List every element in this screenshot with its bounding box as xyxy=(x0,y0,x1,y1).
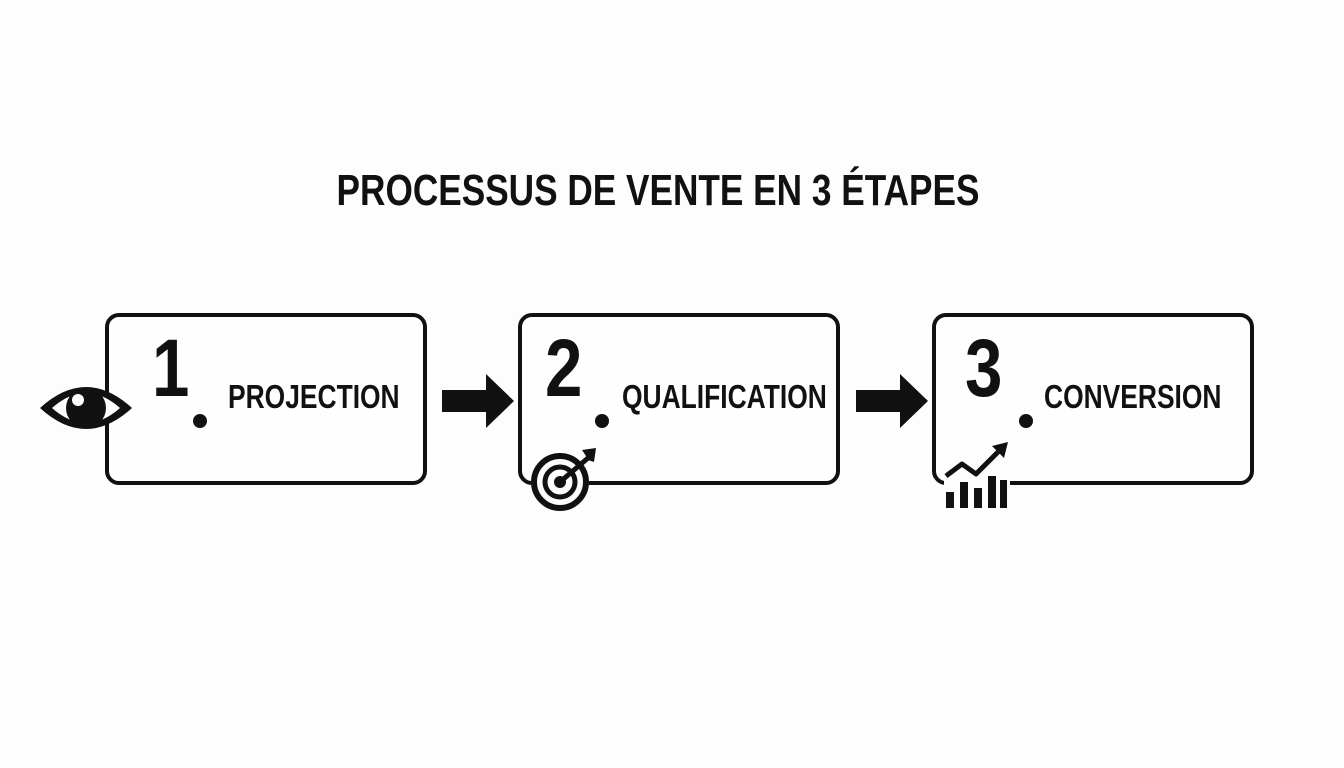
step-3-box xyxy=(932,313,1254,485)
step-2-number: 2 xyxy=(545,323,583,414)
arrow-right-icon-2 xyxy=(856,374,928,428)
step-1-label: PROJECTION xyxy=(228,378,400,415)
step-1-number-dot xyxy=(193,414,207,428)
step-2-label: QUALIFICATION xyxy=(622,378,827,415)
step-3-number: 3 xyxy=(965,323,1003,414)
step-1-number: 1 xyxy=(152,323,190,414)
eye-icon xyxy=(40,387,132,429)
growth-chart-icon xyxy=(944,442,1010,510)
step-1-box xyxy=(105,313,427,485)
arrow-right-icon-1 xyxy=(442,374,514,428)
step-3-number-dot xyxy=(1019,414,1033,428)
diagram-title: PROCESSUS DE VENTE EN 3 ÉTAPES xyxy=(336,166,980,215)
target-icon xyxy=(531,448,596,511)
step-3-label: CONVERSION xyxy=(1044,378,1222,415)
step-2-number-dot xyxy=(595,414,609,428)
